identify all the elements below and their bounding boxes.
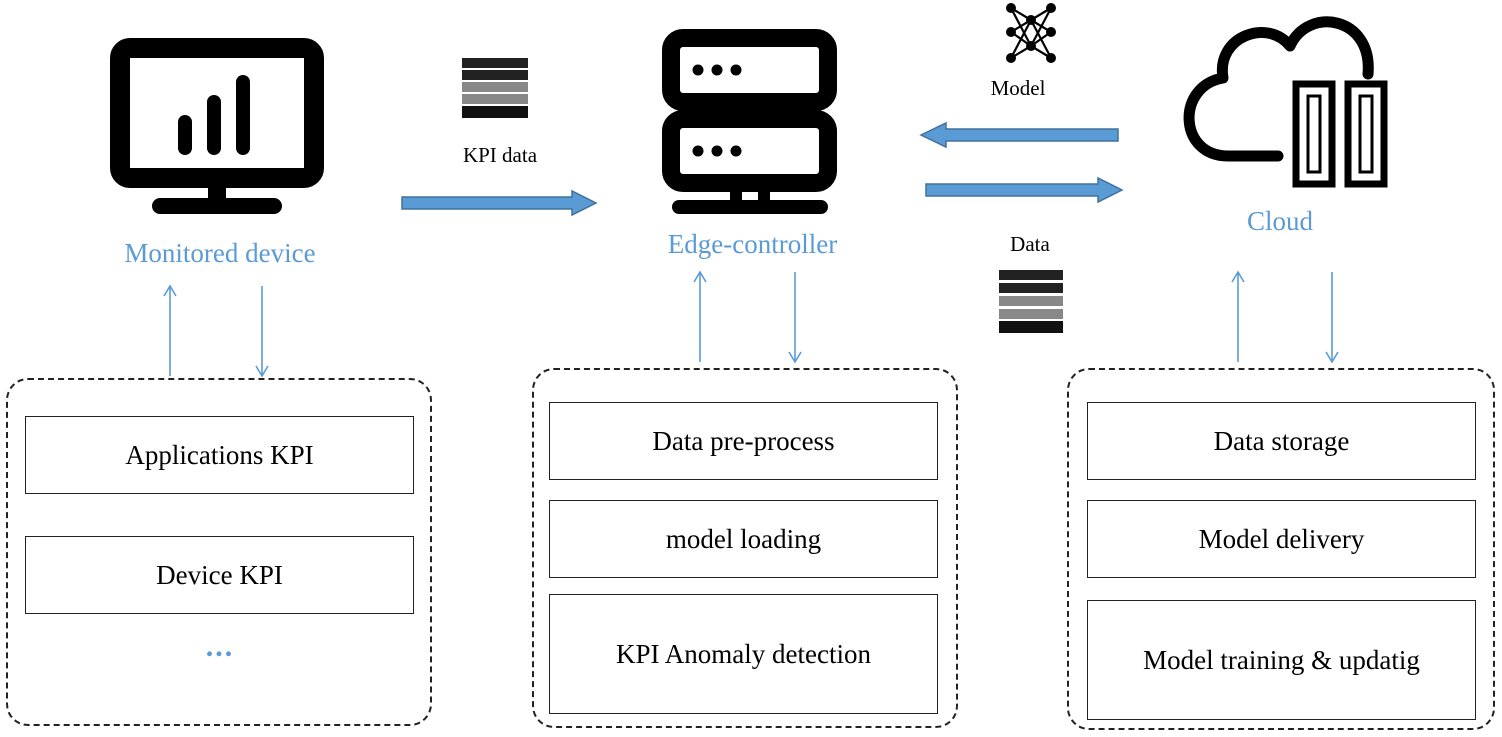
cloud-label: Cloud — [1246, 206, 1313, 236]
data-stack-icon — [999, 270, 1063, 333]
device-kpi-group — [6, 378, 432, 726]
model-delivery-box: Model delivery — [1087, 500, 1476, 578]
more-items-ellipsis: ... — [205, 630, 235, 663]
kpi-anomaly-detection-box: KPI Anomaly detection — [549, 594, 938, 714]
kpi-data-label: KPI data — [462, 143, 538, 167]
cloud-storage-icon — [1183, 16, 1388, 188]
cloud-services-group — [1067, 368, 1495, 730]
model-arrow — [919, 121, 1119, 149]
neural-network-icon — [1006, 3, 1056, 63]
edge-down-arrow — [788, 272, 802, 364]
device-kpi-box: Device KPI — [25, 536, 414, 614]
data-stack-icon — [462, 58, 528, 118]
cloud-down-arrow — [1325, 272, 1339, 364]
server-icon — [662, 29, 837, 214]
edge-process-group — [532, 368, 958, 728]
model-label: Model — [990, 76, 1046, 100]
edge-controller-label: Edge-controller — [667, 229, 838, 259]
data-storage-box: Data storage — [1087, 402, 1476, 480]
data-preprocess-box: Data pre-process — [549, 402, 938, 480]
monitored-device-label: Monitored device — [124, 238, 316, 268]
kpi-data-arrow — [401, 189, 598, 217]
model-loading-box: model loading — [549, 500, 938, 578]
device-down-arrow — [255, 286, 269, 378]
device-up-arrow — [163, 284, 177, 376]
cloud-up-arrow — [1231, 270, 1245, 362]
data-arrow — [925, 176, 1124, 204]
edge-up-arrow — [693, 270, 707, 362]
data-label: Data — [1010, 232, 1050, 256]
monitor-chart-icon — [110, 38, 324, 214]
model-training-box: Model training & updatig — [1087, 600, 1476, 720]
applications-kpi-box: Applications KPI — [25, 416, 414, 494]
